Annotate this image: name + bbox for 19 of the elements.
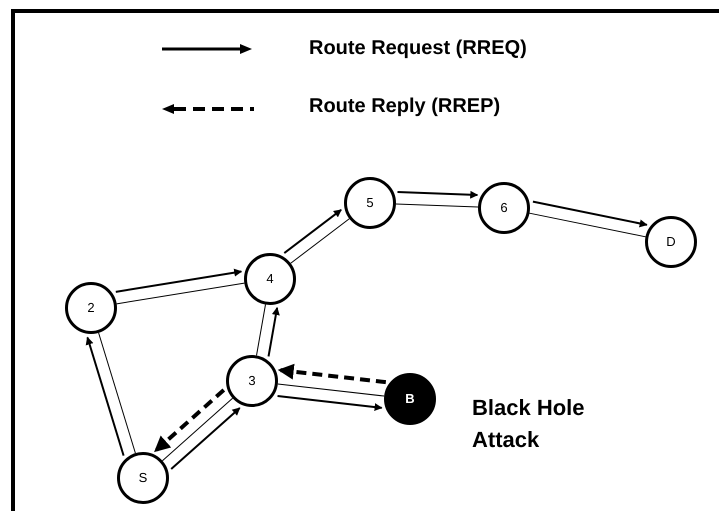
dashed-arrow (154, 388, 226, 453)
legend-label: Route Request (RREQ) (309, 38, 527, 58)
dashed-arrow (278, 364, 386, 384)
link-line (256, 304, 266, 356)
link-line (116, 282, 245, 304)
arrow (284, 209, 342, 254)
link-line (162, 398, 234, 462)
annotation-text: Black Hole Attack (472, 394, 586, 454)
arrow (116, 268, 242, 293)
link-line (395, 203, 479, 208)
link-line (528, 212, 646, 238)
link-line (290, 218, 350, 264)
link-line (277, 383, 385, 397)
arrow (268, 306, 280, 357)
arrow (397, 190, 478, 199)
link-line (98, 332, 136, 454)
legend-label: Route Reply (RREP) (309, 96, 500, 116)
arrow (277, 395, 383, 412)
arrow (170, 407, 240, 470)
